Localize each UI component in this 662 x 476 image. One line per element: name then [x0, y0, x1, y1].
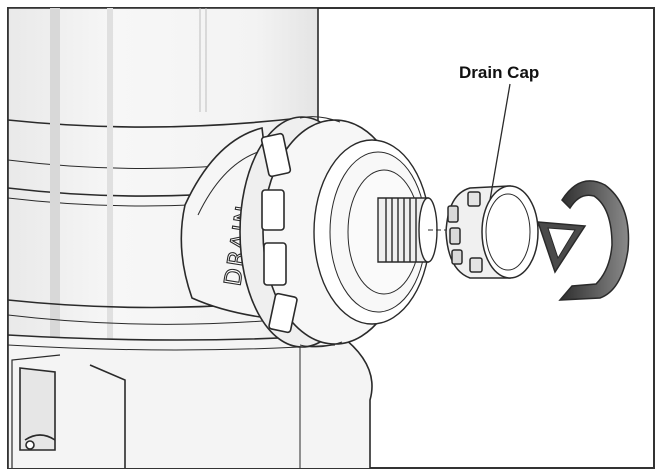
drain-cap-label: Drain Cap [459, 63, 539, 82]
threaded-spigot [313, 139, 452, 325]
counterclockwise-arrow-icon [536, 180, 630, 301]
filter-base [8, 334, 373, 468]
drain-cap [445, 185, 539, 279]
drain-cap-callout: Drain Cap [459, 63, 539, 201]
callout-leader-line [489, 83, 511, 201]
